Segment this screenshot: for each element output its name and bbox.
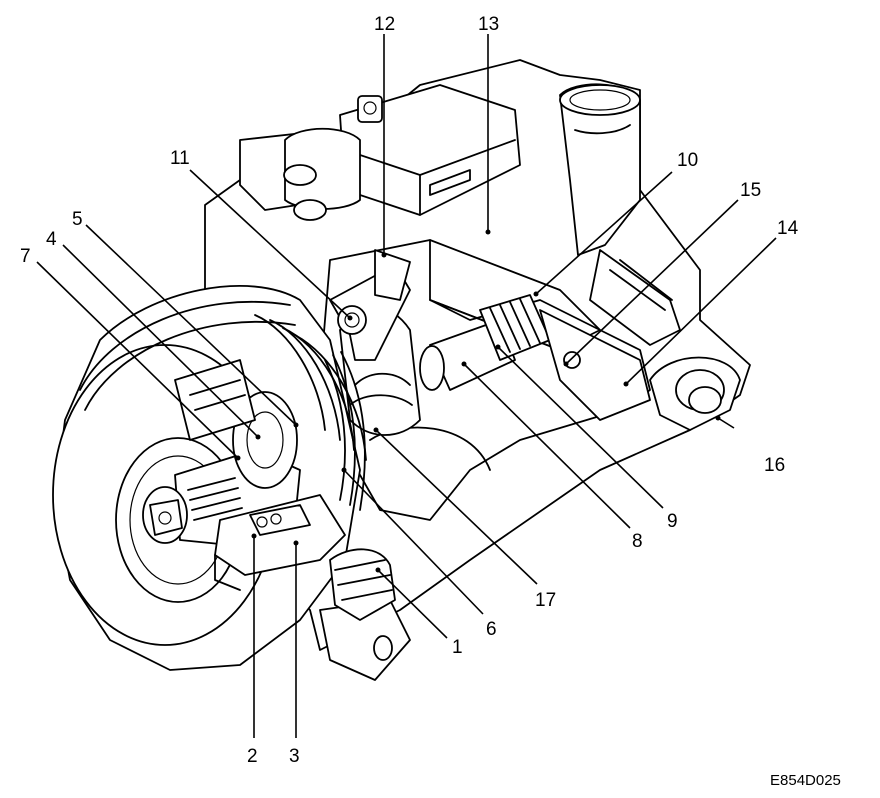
callout-labels: 1 2 3 4 5 6 7 8 9 10 11 12 13 14 15 16 1… bbox=[20, 14, 799, 767]
callout-11: 11 bbox=[170, 148, 190, 169]
callout-12: 12 bbox=[374, 14, 395, 35]
callout-13: 13 bbox=[478, 14, 499, 35]
callout-7: 7 bbox=[20, 246, 31, 267]
callout-1: 1 bbox=[452, 637, 463, 658]
callout-4: 4 bbox=[46, 229, 57, 250]
callout-2: 2 bbox=[247, 746, 258, 767]
callout-15: 15 bbox=[740, 180, 761, 201]
callout-16: 16 bbox=[764, 455, 785, 476]
leader-dots bbox=[235, 229, 721, 573]
callout-10: 10 bbox=[677, 150, 698, 171]
pulley-assembly bbox=[52, 285, 396, 671]
callout-8: 8 bbox=[632, 531, 643, 552]
callout-14: 14 bbox=[777, 218, 799, 239]
callout-5: 5 bbox=[72, 209, 83, 230]
callout-6: 6 bbox=[486, 619, 497, 640]
callout-9: 9 bbox=[667, 511, 678, 532]
callout-17: 17 bbox=[535, 590, 556, 611]
figure-code: E854D025 bbox=[770, 772, 841, 789]
callout-3: 3 bbox=[289, 746, 300, 767]
leader-lines bbox=[36, 34, 777, 738]
